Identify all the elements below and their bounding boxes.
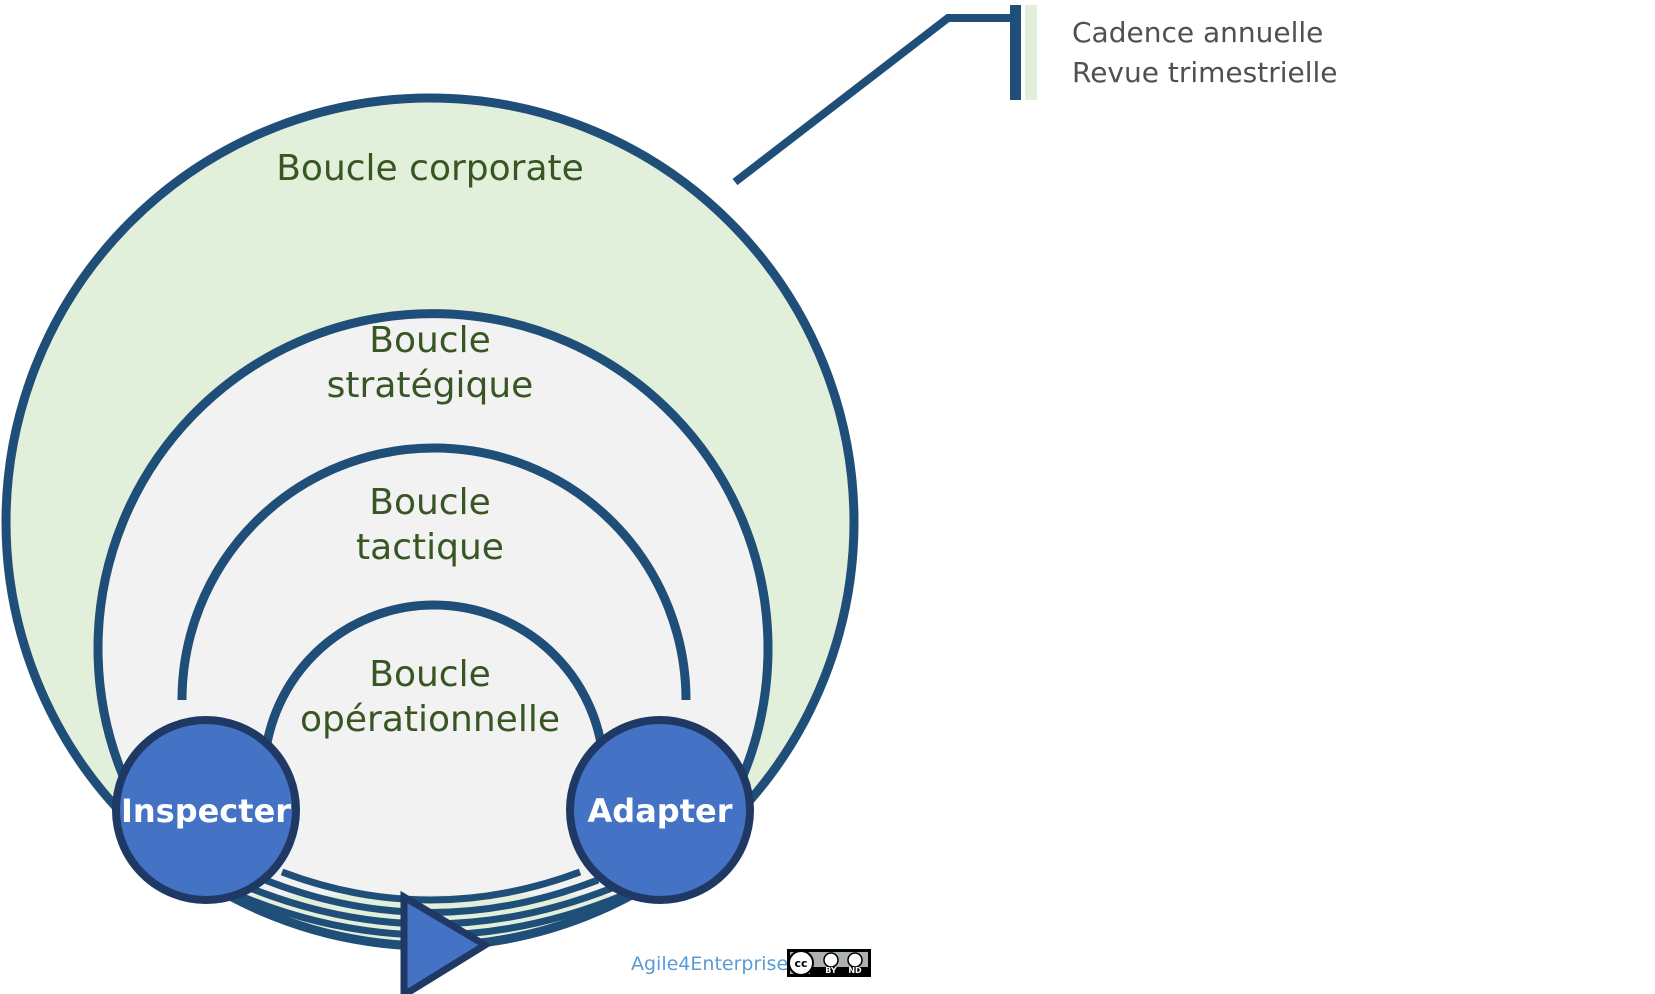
node-adapter: Adapter: [566, 716, 754, 904]
label-strategic-line1: Boucle: [369, 320, 490, 361]
label-corporate: Boucle corporate: [276, 148, 584, 189]
credit-agile4enterprise: Agile4Enterprise: [631, 953, 788, 975]
node-adapter-label: Adapter: [588, 792, 733, 830]
loop-operational: [259, 600, 609, 776]
cc-badge-by: BY: [825, 966, 837, 975]
cc-badge-nd: ND: [848, 966, 862, 975]
cc-badge-cc: cc: [794, 957, 807, 970]
note-revue-trimestrielle: Revue trimestrielle: [1072, 56, 1338, 89]
loop-tactical: [177, 443, 691, 701]
node-inspecter: Inspecter: [112, 716, 300, 904]
label-tactical-line2: tactique: [356, 527, 504, 568]
callout-leader-line: [732, 14, 1010, 186]
cc-by-nd-license-icon: cc BY ND: [787, 949, 871, 977]
note-cadence-annuelle: Cadence annuelle: [1072, 16, 1323, 49]
node-inspecter-label: Inspecter: [121, 792, 291, 830]
label-operational-line2: opérationnelle: [300, 699, 560, 740]
callout-bar-accent: [1025, 5, 1037, 100]
label-tactical-line1: Boucle: [369, 482, 490, 523]
callout-bar: [1010, 5, 1021, 100]
callout: Cadence annuelle Revue trimestrielle: [732, 5, 1338, 186]
label-strategic-line2: stratégique: [327, 365, 534, 406]
label-operational-line1: Boucle: [369, 654, 490, 695]
direction-arrow-icon: [400, 890, 492, 994]
